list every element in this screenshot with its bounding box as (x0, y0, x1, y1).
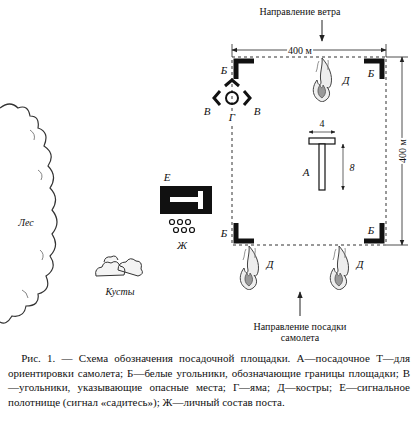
direction-label: Направление посадки самолета (243, 321, 357, 343)
dimension-line (309, 132, 335, 133)
dimension-label: 400 м (287, 45, 313, 56)
dimension-label: 8 (349, 162, 356, 173)
dimension-tick (232, 44, 233, 57)
fire (240, 246, 258, 290)
area-label: Лес (17, 217, 35, 228)
callout-letter: В (203, 105, 212, 117)
callout-letter: Б (367, 67, 376, 79)
dimension-tick (386, 44, 387, 57)
danger-chevrons (214, 80, 250, 105)
fire (330, 246, 348, 290)
callout-letter: Д (342, 74, 351, 86)
callout-letter: Г (228, 111, 236, 123)
callout-letter: Ж (176, 239, 188, 251)
callout-letter: А (302, 166, 311, 178)
callout-letter: Е (163, 171, 172, 183)
post-personnel (170, 220, 195, 233)
callout-letter: Д (266, 258, 275, 270)
forest-outline (0, 104, 57, 323)
dimension-label: 4 (319, 118, 326, 129)
landing-t (319, 144, 325, 190)
callout-letter: Б (367, 224, 376, 236)
site-boundary (232, 57, 386, 245)
forest-texture (22, 130, 43, 298)
wind-arrow (322, 20, 323, 41)
signal-panel-t (170, 191, 203, 209)
figure-caption: Рис. 1. — Схема обозначения посадочной п… (8, 351, 410, 409)
dimension-tick (386, 245, 408, 246)
bushes (96, 256, 143, 276)
signal-panel (160, 186, 212, 214)
callout-letter: Б (220, 227, 229, 239)
pit (226, 92, 238, 104)
direction-label: Направление ветра (258, 6, 341, 17)
callout-letter: Б (220, 64, 229, 76)
dimension-line (343, 144, 344, 190)
landing-t (309, 138, 335, 144)
landing-arrow (300, 292, 301, 316)
fire (313, 58, 331, 102)
callout-letter: Д (356, 258, 365, 270)
area-label: Кусты (104, 286, 135, 297)
callout-letter: В (253, 105, 262, 117)
dimension-tick (386, 57, 408, 58)
corner-brackets (236, 61, 382, 241)
dimension-label: 400 м (397, 138, 408, 164)
